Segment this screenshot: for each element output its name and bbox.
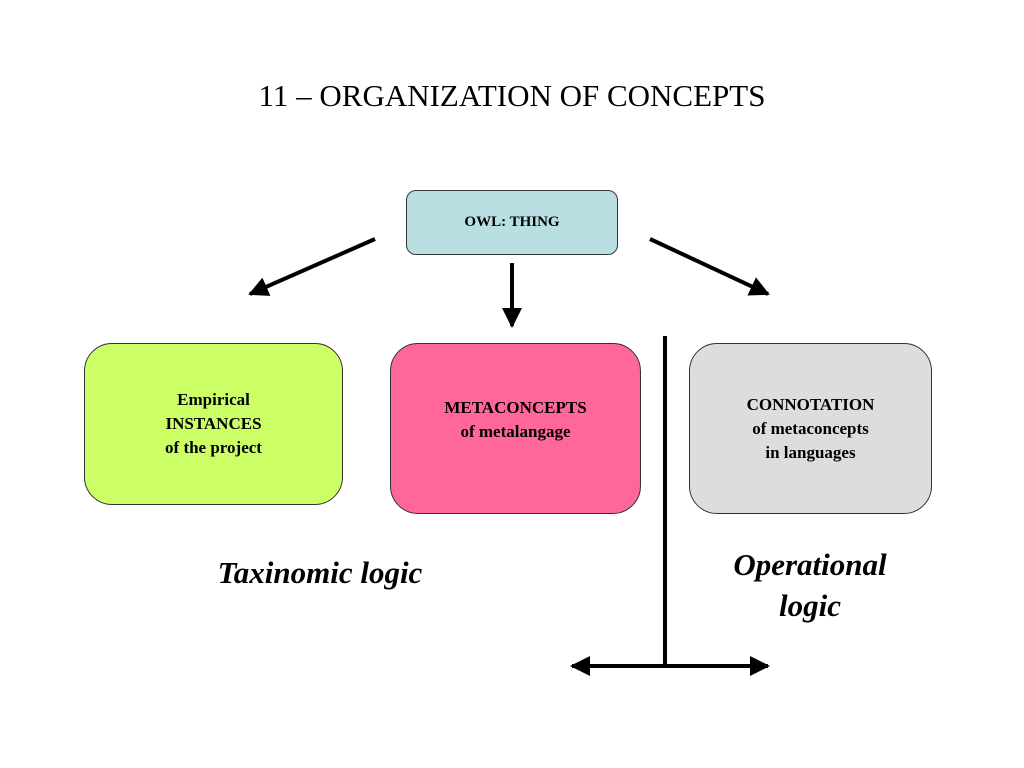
operational-line-2: logic bbox=[779, 588, 841, 623]
empirical-line-2: INSTANCES bbox=[165, 414, 262, 433]
empirical-line-1: Empirical bbox=[177, 390, 250, 409]
owl-thing-box: OWL: THING bbox=[406, 190, 618, 255]
connotation-line-2: of metaconcepts bbox=[752, 418, 869, 438]
metaconcepts-line-2: of metalangage bbox=[460, 422, 571, 441]
taxinomic-logic-label: Taxinomic logic bbox=[217, 555, 423, 590]
metaconcepts-line-1: METACONCEPTS bbox=[444, 398, 587, 417]
connotation-line-3: in languages bbox=[765, 442, 856, 462]
metaconcepts-box: METACONCEPTS of metalangage bbox=[390, 343, 641, 514]
operational-line-1: Operational bbox=[733, 547, 887, 582]
arrow-to-connotation bbox=[649, 237, 770, 296]
arrow-to-empirical bbox=[248, 237, 376, 296]
connotation-box: CONNOTATION of metaconcepts in languages bbox=[689, 343, 932, 514]
connotation-line-1: CONNOTATION bbox=[746, 394, 875, 414]
empirical-instances-box: Empirical INSTANCES of the project bbox=[84, 343, 343, 505]
owl-thing-label: OWL: THING bbox=[464, 213, 560, 230]
empirical-line-3: of the project bbox=[165, 438, 262, 457]
operational-logic-label: Operational logic bbox=[700, 544, 920, 626]
diagram-title: 11 – ORGANIZATION OF CONCEPTS bbox=[258, 78, 766, 113]
